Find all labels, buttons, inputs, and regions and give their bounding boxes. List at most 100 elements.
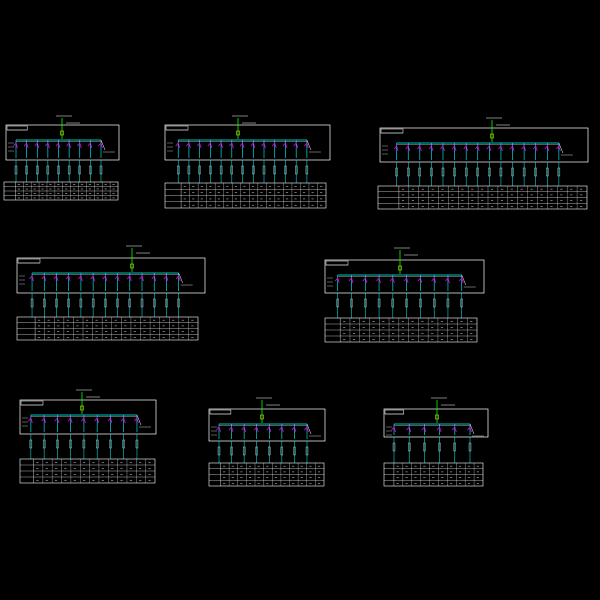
branch-breaker-symbol [304,142,309,149]
branch-breaker-symbol [34,142,40,149]
feeder-label-block [67,165,71,175]
feeder-label-block [468,442,472,452]
feeder-label-block [453,167,456,177]
feeder-label-block [42,439,46,449]
panel-frame [19,399,157,435]
branch-breaker-symbol [428,145,434,152]
feeder-label-block [262,165,266,175]
branch-breaker-symbol [391,426,396,433]
feeder-label-block [305,446,309,456]
panel-frame [208,408,326,442]
feeder-label-block [30,298,34,308]
branch-breaker-symbol [436,426,442,433]
panel-frame [16,257,206,294]
branch-breaker-symbol [304,426,309,433]
feeder-label-block [305,165,309,175]
panel-frame [164,124,331,161]
branch-breaker-symbol [293,142,299,149]
panel-frame [324,259,485,294]
main-breaker-symbol [236,130,240,136]
branch-breaker-symbol [421,426,427,433]
panel-frame [5,124,120,161]
branch-breaker-symbol [28,417,33,424]
panels-layer [3,115,589,487]
feeder-label-block [534,167,537,177]
branch-breaker-symbol [521,145,526,152]
feeder-label-block [423,442,426,452]
branch-breaker-symbol [29,275,34,282]
branch-breaker-symbol [509,145,515,152]
feeder-label-block [109,439,112,449]
feeder-label-block [79,298,83,308]
feeder-label-block [46,165,50,175]
branch-breaker-symbol [452,426,457,433]
distribution-panel-p1 [3,115,120,201]
branch-breaker-symbol [134,417,139,424]
feeder-label-block [69,439,72,449]
branch-breaker-symbol [94,417,100,424]
feeder-label-block [165,298,168,308]
feeder-label-block [419,298,422,308]
branch-breaker-symbol [250,142,256,149]
branch-breaker-symbol [23,142,29,149]
feeder-label-block [438,442,441,452]
branch-breaker-symbol [463,145,469,152]
feeder-label-block [293,446,296,456]
branch-breaker-symbol [120,417,126,424]
feeder-label-block [476,167,479,177]
feeder-label-block [230,165,233,175]
main-breaker-symbol [398,265,402,271]
branch-breaker-symbol [271,142,277,149]
branch-breaker-symbol [81,417,86,424]
feeder-label-block [464,167,468,177]
branch-breaker-symbol [390,277,395,284]
branch-breaker-symbol [440,145,445,152]
branch-breaker-symbol [98,142,103,149]
feeder-label-block [43,298,46,308]
feeder-label-block [56,439,59,449]
feeder-label-block [230,446,233,456]
branch-breaker-symbol [207,142,213,149]
branch-breaker-symbol [228,426,234,433]
branch-breaker-symbol [90,275,95,282]
busbar-tail [178,272,183,284]
branch-breaker-symbol [445,277,450,284]
branch-breaker-symbol [229,142,234,149]
branch-breaker-symbol [291,426,297,433]
panel-frame [379,127,589,163]
branch-breaker-symbol [218,142,223,149]
branch-breaker-symbol [376,277,381,284]
feeder-label-block [217,446,221,456]
main-breaker-symbol [60,130,64,136]
branch-breaker-symbol [114,275,120,282]
branch-breaker-symbol [406,426,412,433]
feeder-label-block [219,165,223,175]
busbar-tail [469,423,475,435]
branch-breaker-symbol [253,426,259,433]
distribution-panel-p7 [208,397,326,487]
branch-breaker-symbol [55,142,61,149]
branch-breaker-symbol [458,277,464,284]
branch-breaker-symbol [41,417,46,424]
branch-breaker-symbol [196,142,202,149]
branch-breaker-symbol [107,417,113,424]
branch-breaker-symbol [239,142,245,149]
branch-breaker-symbol [45,142,50,149]
main-breaker-symbol [130,263,134,269]
feeder-label-block [453,442,456,452]
feeder-label-block [522,167,526,177]
distribution-panel-p6 [19,389,157,484]
branch-breaker-symbol [13,142,18,149]
feeder-label-block [55,298,58,308]
feeder-label-block [128,298,131,308]
feeder-label-block [407,167,410,177]
feeder-label-block [99,165,103,175]
feeder-label-block [25,165,28,175]
feeder-label-block [82,439,86,449]
branch-breaker-symbol [102,275,108,282]
feeder-label-block [57,165,60,175]
branch-breaker-symbol [279,426,284,433]
busbar-tail [558,142,564,154]
